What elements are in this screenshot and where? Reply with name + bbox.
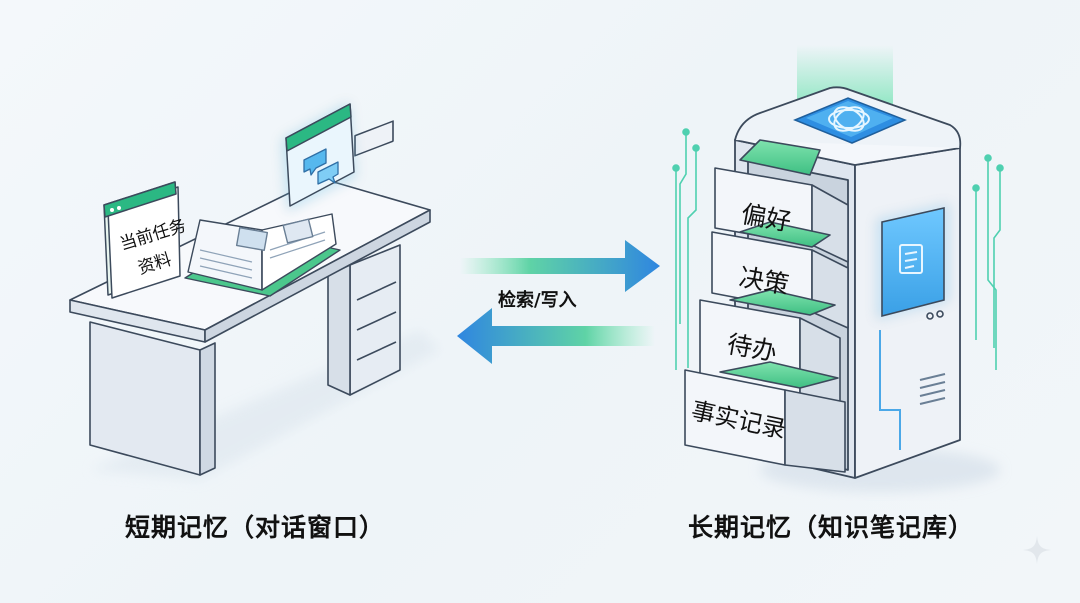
short-term-caption: 短期记忆（对话窗口）	[125, 513, 386, 542]
circuit-lines-left	[672, 128, 700, 370]
write-arrow	[460, 240, 660, 292]
arrow-label: 检索/写入	[498, 289, 577, 311]
sparkle-icon	[1023, 536, 1051, 564]
openai-logo-icon	[793, 97, 907, 144]
chat-window	[282, 103, 356, 211]
chat-bubble-icon	[303, 148, 339, 185]
desk	[69, 120, 440, 480]
open-book	[184, 213, 341, 297]
retrieve-arrow	[457, 308, 655, 364]
drawers	[684, 139, 849, 473]
task-card	[103, 181, 181, 299]
document-icon	[899, 244, 923, 274]
long-term-caption: 长期记忆（知识笔记库）	[688, 513, 975, 542]
circuit-lines-right	[972, 154, 1004, 370]
server-panel	[877, 204, 949, 450]
